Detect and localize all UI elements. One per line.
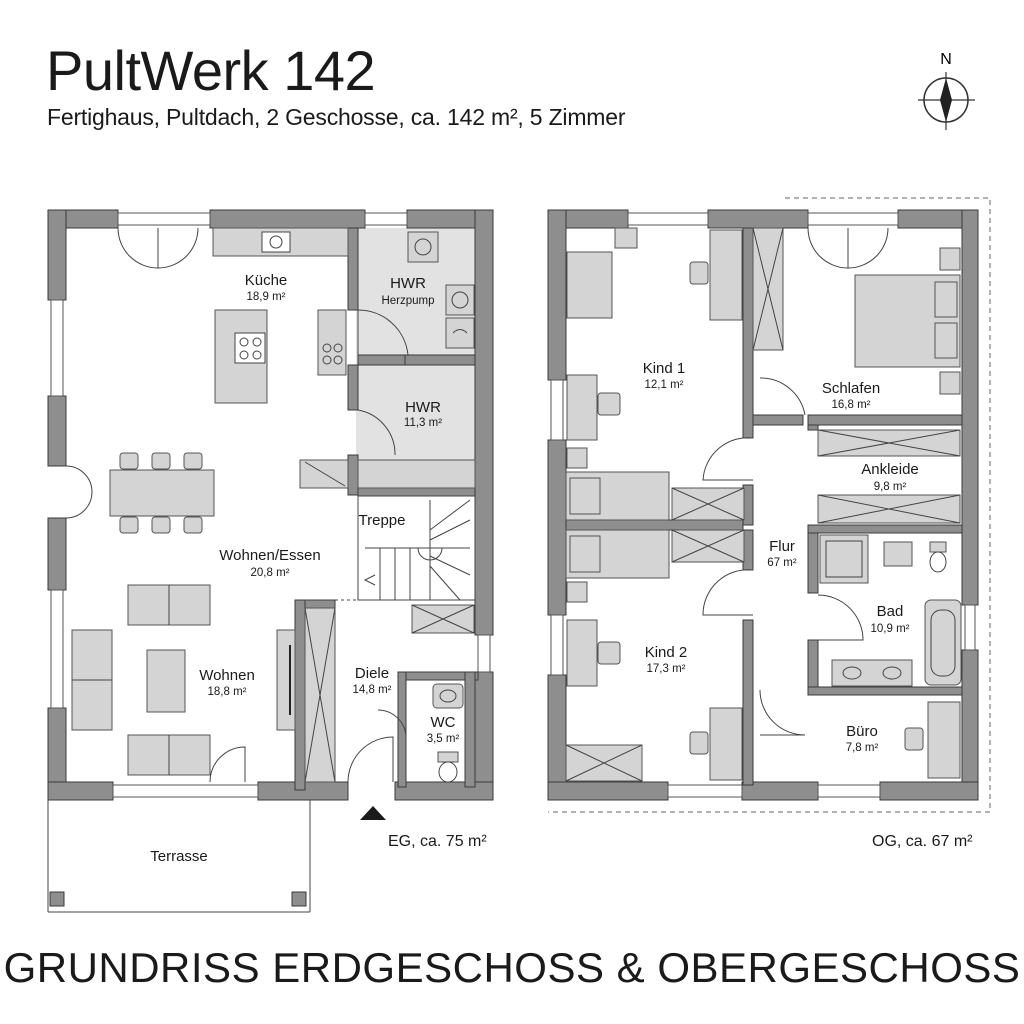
page-subtitle: Fertighaus, Pultdach, 2 Geschosse, ca. 1… <box>47 104 626 130</box>
room-hwr1-note: Herzpump <box>381 295 434 307</box>
footer-title: GRUNDRISS ERDGESCHOSS & OBERGESCHOSS <box>3 944 1021 991</box>
eg-floor-label: EG, ca. 75 m² <box>388 833 487 850</box>
eg-floor: Küche 18,9 m² HWR Herzpump HWR 11,3 m² T… <box>47 209 494 913</box>
room-hwr2-name: HWR <box>405 399 441 416</box>
room-hwr1-name: HWR <box>390 275 426 292</box>
terrace <box>47 800 311 913</box>
room-schlafen-area: 16,8 m² <box>832 399 871 411</box>
room-flur-name: Flur <box>769 538 795 555</box>
room-ankleide-name: Ankleide <box>861 461 919 478</box>
room-kind1-area: 12,1 m² <box>645 379 684 391</box>
room-bad-name: Bad <box>877 603 904 620</box>
room-flur-area: 67 m² <box>767 557 797 569</box>
stairs <box>305 495 476 601</box>
compass-icon: N <box>918 51 975 130</box>
room-kind2-area: 17,3 m² <box>647 663 686 675</box>
room-diele-name: Diele <box>355 665 389 682</box>
room-wohnen-essen-area: 20,8 m² <box>251 567 290 579</box>
room-bad-area: 10,9 m² <box>871 623 910 635</box>
room-buero-name: Büro <box>846 723 878 740</box>
room-wc-area: 3,5 m² <box>427 733 460 745</box>
room-hwr2-area: 11,3 m² <box>404 417 442 429</box>
room-terrasse-name: Terrasse <box>150 848 208 865</box>
room-buero-area: 7,8 m² <box>846 742 879 754</box>
og-floor-label: OG, ca. 67 m² <box>872 833 973 850</box>
room-kind2-name: Kind 2 <box>645 644 688 661</box>
room-wohnen-essen-name: Wohnen/Essen <box>219 547 320 564</box>
entrance-arrow-icon <box>360 806 386 820</box>
room-diele-area: 14,8 m² <box>353 684 392 696</box>
room-kueche-name: Küche <box>245 272 288 289</box>
room-ankleide-area: 9,8 m² <box>874 481 907 493</box>
room-kueche-area: 18,9 m² <box>247 291 286 303</box>
page-title: PultWerk 142 <box>46 39 376 102</box>
room-wc-name: WC <box>431 714 456 731</box>
room-treppe-name: Treppe <box>359 512 406 529</box>
og-floor: Kind 1 12,1 m² Schlafen 16,8 m² Ankleide… <box>547 197 991 850</box>
room-wohnen-area: 18,8 m² <box>208 686 247 698</box>
room-wohnen-name: Wohnen <box>199 667 255 684</box>
room-schlafen-name: Schlafen <box>822 380 880 397</box>
room-kind1-name: Kind 1 <box>643 360 686 377</box>
compass-north-label: N <box>940 51 952 68</box>
